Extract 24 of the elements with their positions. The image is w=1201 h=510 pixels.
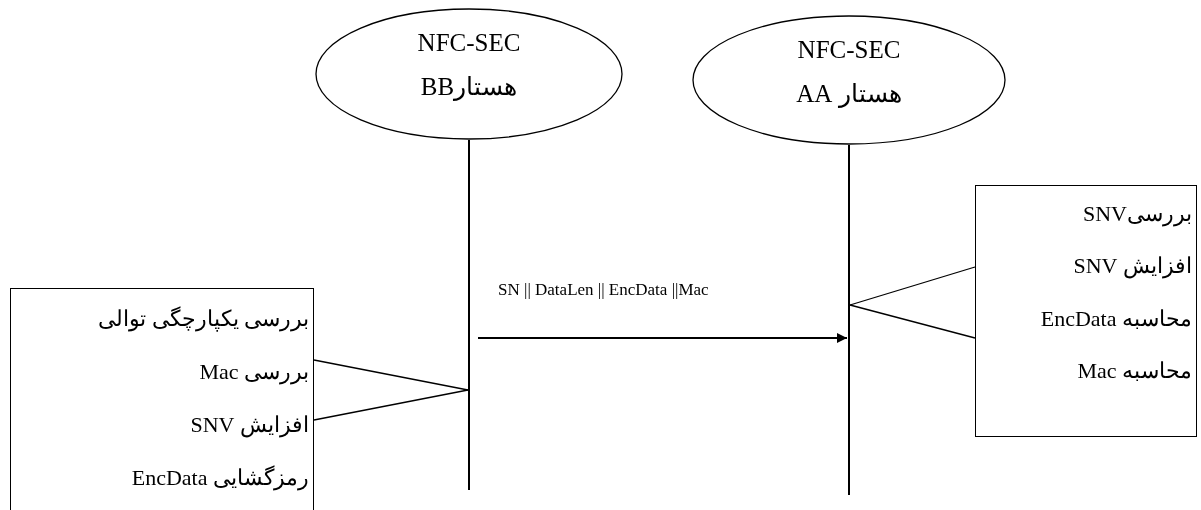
action-text: بررسی یکپارچگی توالی bbox=[98, 306, 309, 332]
action-text: محاسبه Mac bbox=[1077, 358, 1192, 384]
participant-label: NFC-SEC bbox=[796, 37, 902, 63]
participant-ellipse bbox=[315, 8, 623, 140]
message-arrow bbox=[477, 333, 848, 343]
leader-line bbox=[849, 266, 976, 306]
participant-label: هستار AA bbox=[795, 81, 903, 107]
leader-line bbox=[313, 389, 469, 421]
lifeline bbox=[848, 145, 850, 495]
edge-label: SN || DataLen || EncData ||Mac bbox=[498, 280, 709, 300]
action-box bbox=[10, 288, 314, 510]
action-text: بررسی Mac bbox=[199, 359, 309, 385]
participant-label: NFC-SEC bbox=[416, 30, 522, 56]
leader-line bbox=[313, 359, 469, 391]
action-text: بررسیSNV bbox=[1083, 201, 1192, 227]
participant-label: هستارBB bbox=[419, 74, 519, 100]
action-text: رمزگشایی EncData bbox=[131, 465, 309, 491]
action-box bbox=[975, 185, 1197, 437]
action-text: افزایش SNV bbox=[1073, 253, 1192, 279]
action-text: افزایش SNV bbox=[190, 412, 309, 438]
participant-ellipse bbox=[692, 15, 1006, 145]
leader-line bbox=[849, 304, 976, 339]
action-text: محاسبه EncData bbox=[1040, 306, 1192, 332]
lifeline bbox=[468, 140, 470, 490]
